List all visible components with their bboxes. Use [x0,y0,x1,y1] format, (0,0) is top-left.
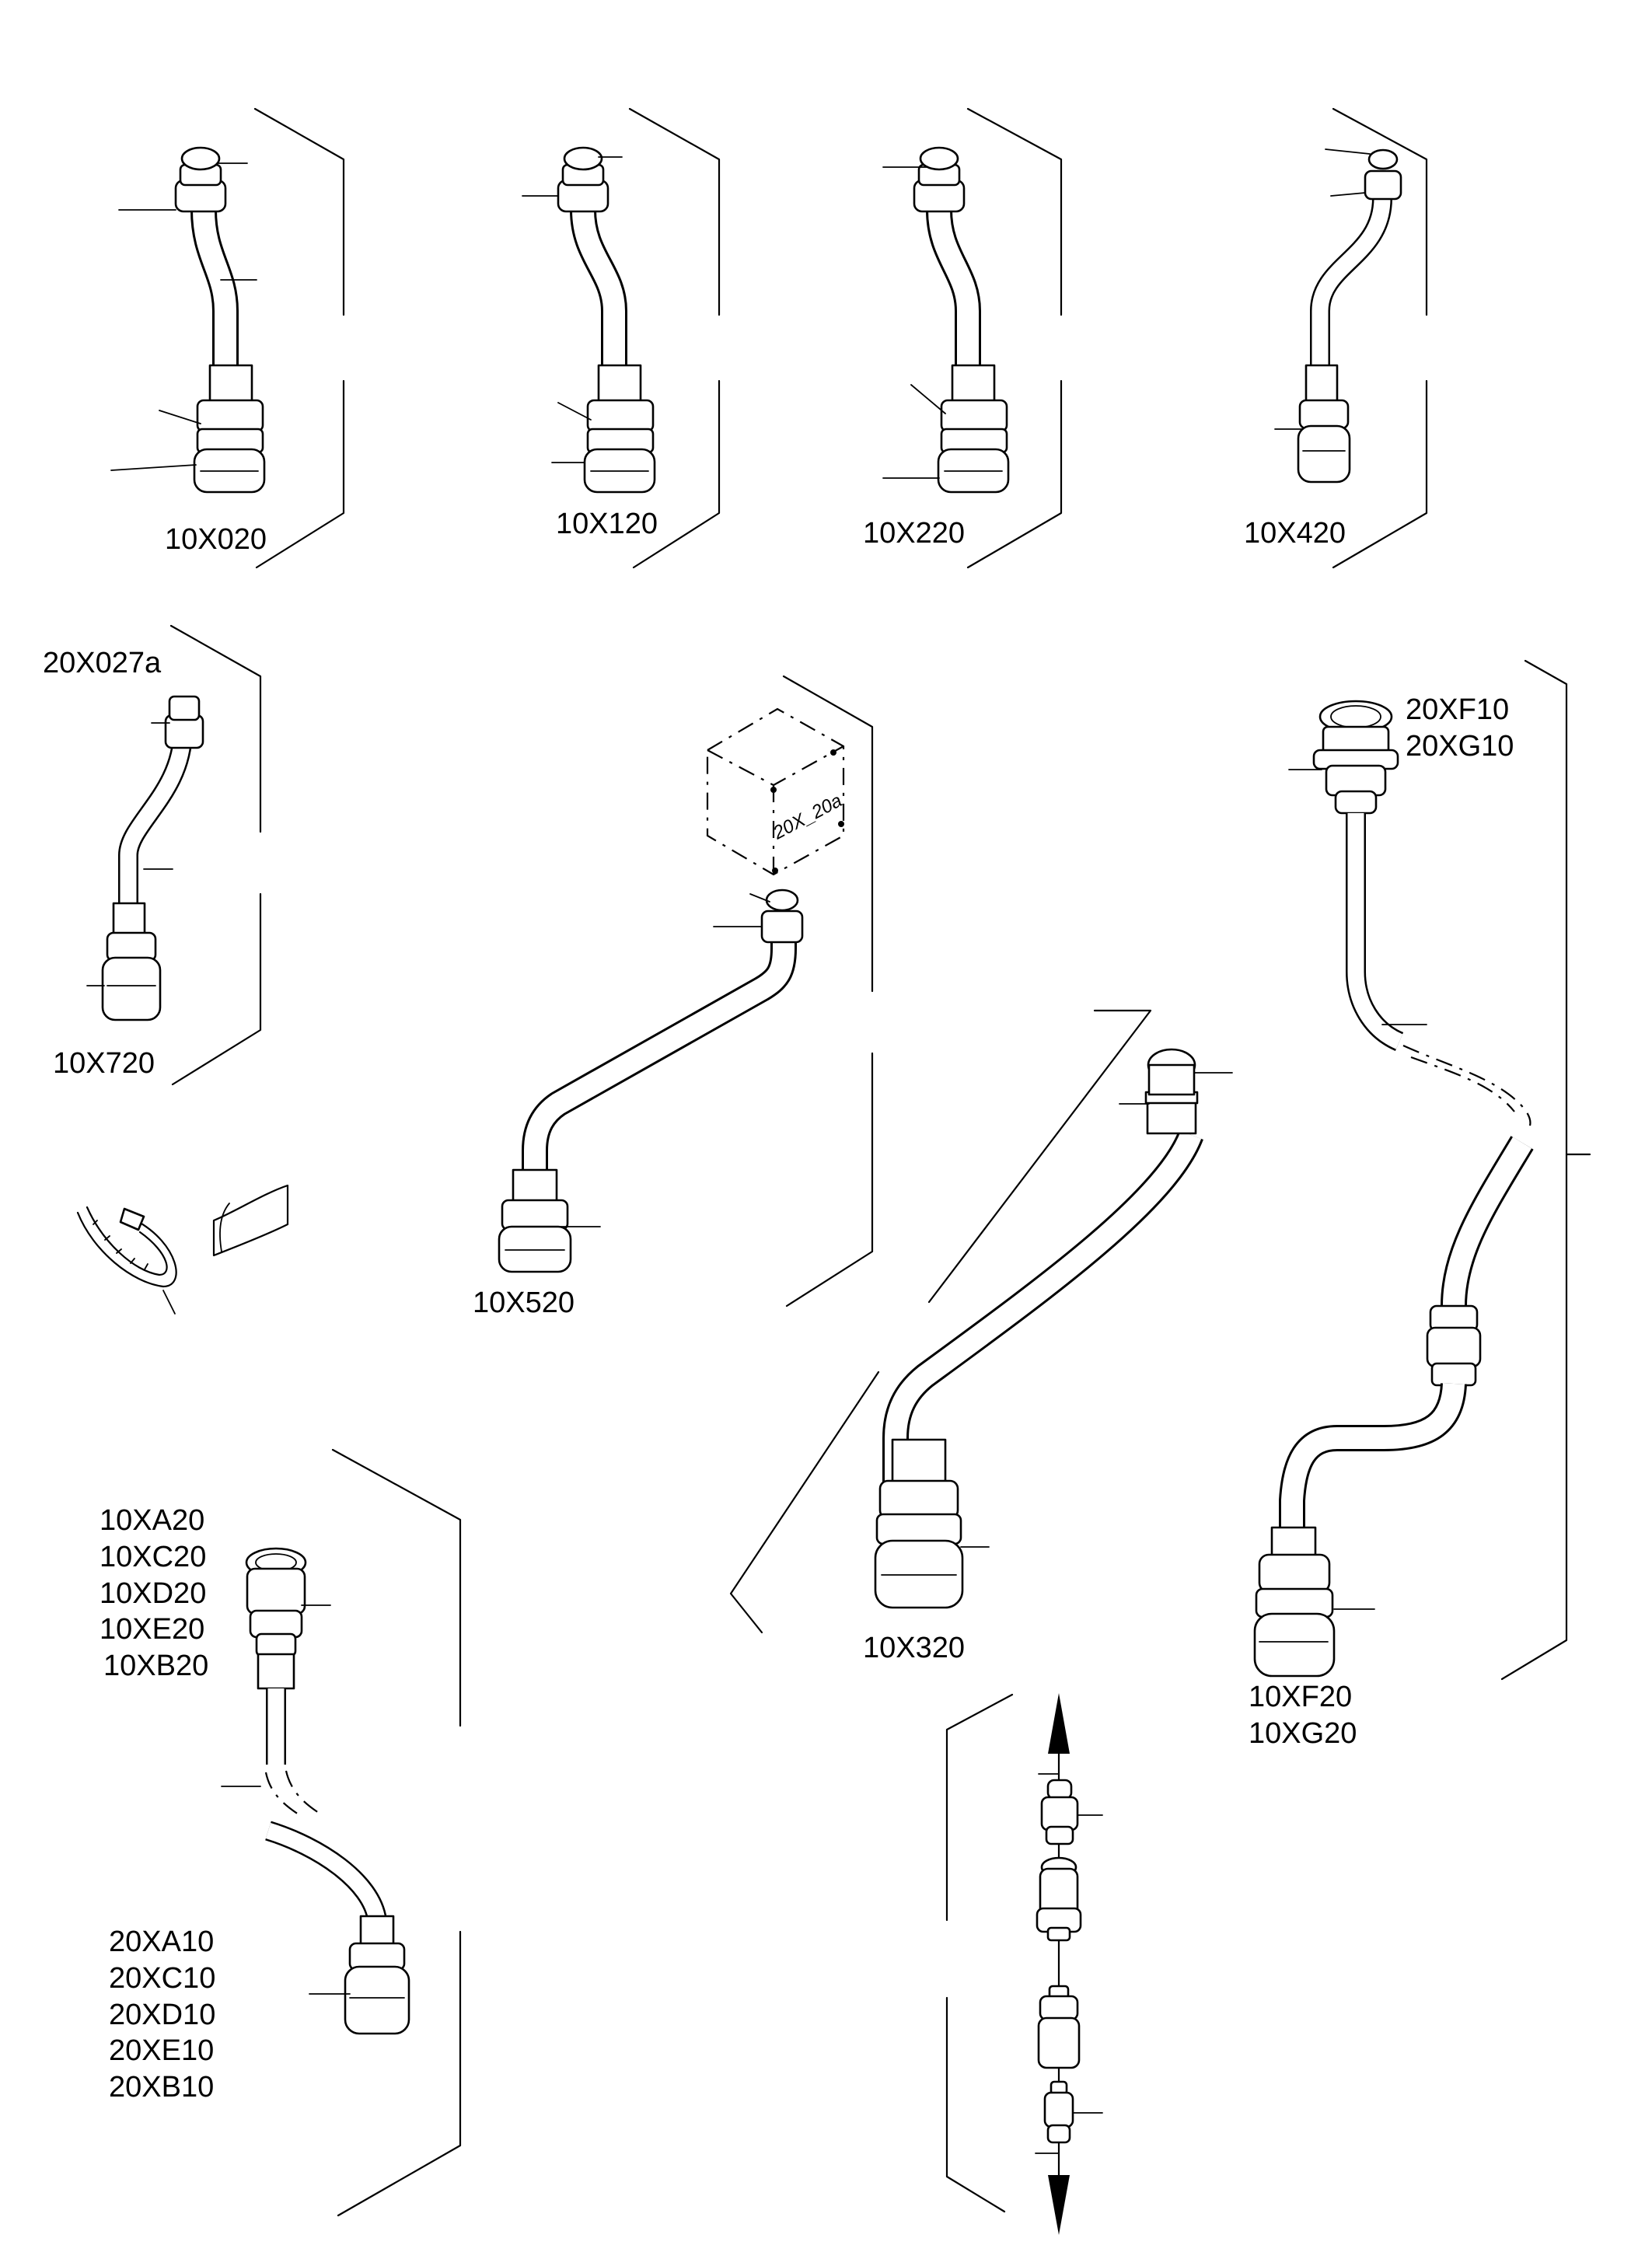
label-10x020: 10X020 [165,523,267,556]
connector-20xf10-10xf20: 20XF10 20XG10 10XF20 10XG20 [1249,693,1534,1750]
connector-10x220: 10X220 [863,146,1010,550]
connector-10xa20-20xa10: 10XA20 10XC20 10XD20 10XE20 10XB20 20XA1… [100,1504,410,2104]
label-10x520: 10X520 [473,1287,575,1319]
connector-10x520: 20X_20a 10X520 [473,707,846,1319]
label-10xe20: 10XE20 [100,1613,204,1646]
label-20xc10: 20XC10 [109,1962,215,1995]
label-20xa10: 20XA10 [109,1926,214,1958]
connector-10x320: 10X320 [863,1048,1233,1664]
connector-10x420: 10X420 [1244,148,1402,550]
label-10x720: 10X720 [53,1047,155,1080]
connector-10x020: 10X020 [110,146,267,556]
label-20x027a: 20X027a [43,647,162,679]
label-10xa20: 10XA20 [100,1504,204,1537]
label-20xf10: 20XF10 [1406,693,1509,726]
label-20xg10: 20XG10 [1406,730,1514,763]
label-10xd20: 10XD20 [100,1577,206,1610]
label-10xc20: 10XC20 [100,1541,206,1573]
label-20xd10: 20XD10 [109,1999,215,2031]
inline-connector-assembly [1035,1693,1103,2235]
label-10xg20: 10XG20 [1249,1717,1357,1750]
label-20xb10: 20XB10 [109,2071,214,2104]
connector-10x120: 10X120 [522,146,658,540]
bracket-outlines [169,107,1591,2217]
label-10xf20: 10XF20 [1249,1681,1352,1713]
label-10xb20: 10XB20 [103,1650,208,1682]
connector-20x027a-10x720: 20X027a 10X720 [43,647,204,1080]
label-10x120: 10X120 [556,508,658,540]
label-10x220: 10X220 [863,517,965,550]
label-10x320: 10X320 [863,1632,965,1664]
label-box-20x-20a: 20X_20a [769,790,845,843]
label-10x420: 10X420 [1244,517,1346,550]
cable-tie-and-sleeve [76,1184,289,1315]
label-20xe10: 20XE10 [109,2034,214,2067]
